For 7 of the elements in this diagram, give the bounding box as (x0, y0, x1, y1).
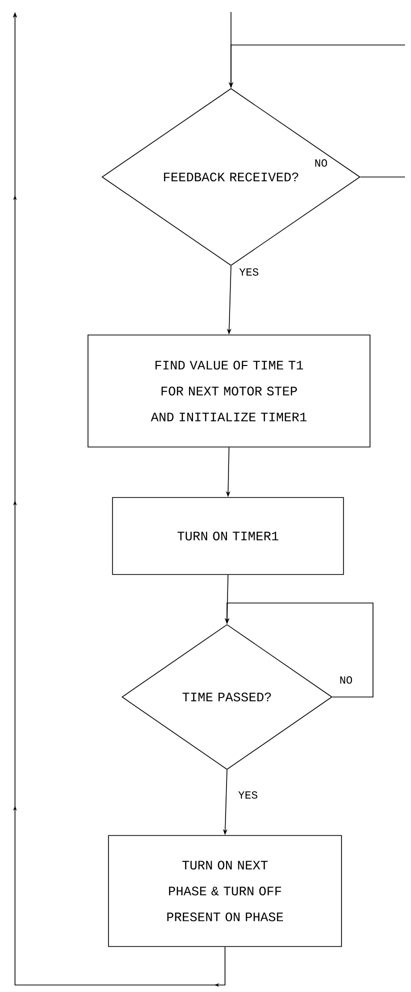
edge-label: YES (238, 267, 260, 277)
process-box: TURN ON NEXT PHASE & TURN OFF PRESENT ON PHASE (108, 835, 342, 947)
edge-label: YES (237, 790, 259, 800)
edge-label: NO (313, 158, 329, 168)
process-box: FIND VALUE OF TIME T1 FOR NEXT MOTOR STEP AND INITIALIZE TIMER1 (88, 334, 370, 448)
edge-label: NO (338, 675, 354, 685)
process-box: TURN ON TIMER1 (112, 497, 344, 575)
